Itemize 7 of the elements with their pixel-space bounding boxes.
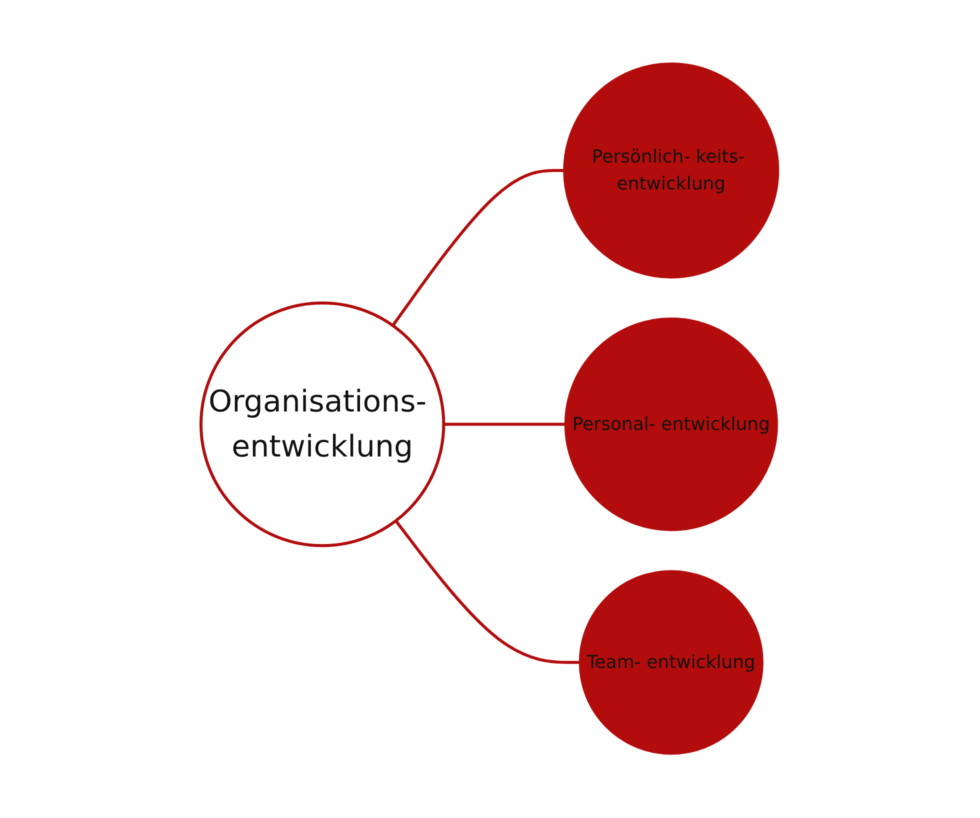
connector: [394, 520, 580, 664]
node-circle: Organisations- entwicklung: [200, 302, 446, 548]
node-circle: Team- entwicklung: [579, 570, 764, 756]
node-circle: Personal- entwicklung: [564, 318, 778, 532]
connector: [444, 423, 566, 426]
node-circle: Persönlich- keits- entwicklung: [563, 62, 780, 279]
connector: [392, 169, 564, 327]
